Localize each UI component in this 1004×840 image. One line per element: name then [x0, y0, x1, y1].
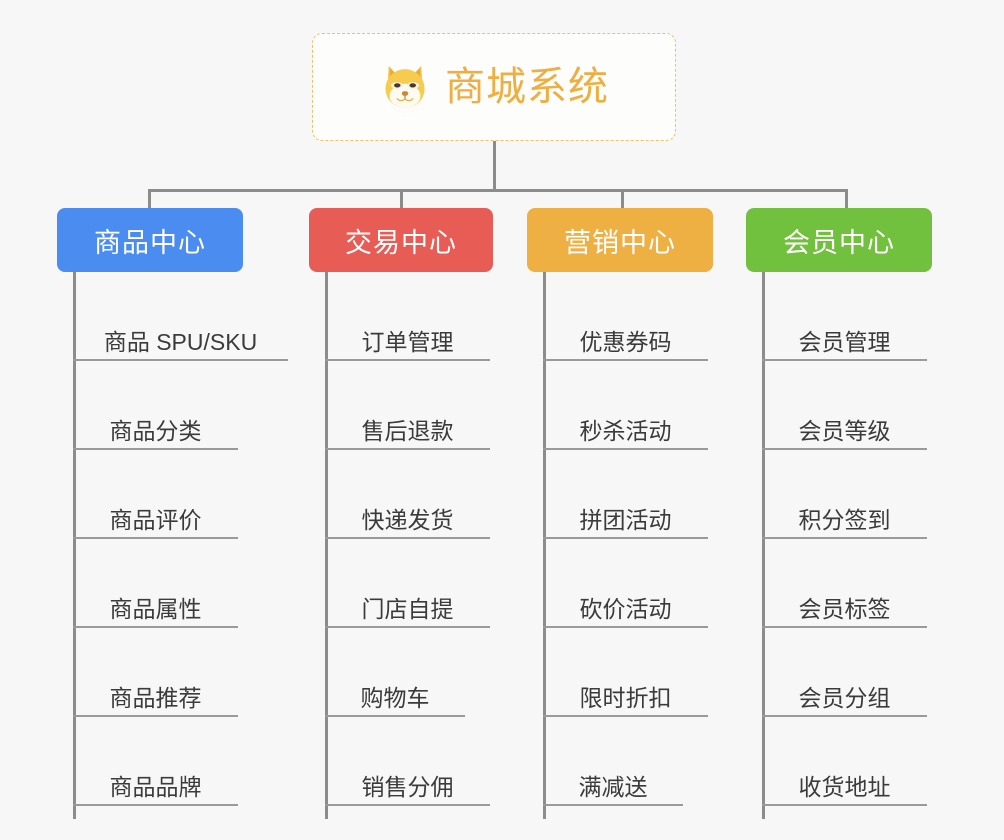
leaf-item[interactable]: 购物车	[325, 628, 465, 717]
leaf-label: 门店自提	[361, 595, 454, 622]
root-node[interactable]: 商城系统	[312, 33, 676, 141]
leaf-label: 满减送	[578, 773, 648, 800]
leaf-label: 会员分组	[798, 684, 891, 711]
leaf-label: 售后退款	[361, 417, 454, 444]
connector-drop-3	[621, 189, 624, 210]
leaf-label: 订单管理	[361, 328, 454, 355]
leaf-label: 会员管理	[798, 328, 891, 355]
leaf-label: 收货地址	[798, 773, 891, 800]
leaf-item[interactable]: 拼团活动	[543, 450, 708, 539]
leaf-item[interactable]: 销售分佣	[325, 717, 490, 806]
leaf-label: 商品品牌	[109, 773, 202, 800]
leaf-item[interactable]: 砍价活动	[543, 539, 708, 628]
leaf-label: 快递发货	[361, 506, 454, 533]
connector-root-stem	[493, 141, 496, 192]
branch-header-member-center[interactable]: 会员中心	[746, 208, 932, 272]
leaf-item[interactable]: 会员等级	[762, 361, 927, 450]
leaf-item[interactable]: 优惠券码	[543, 272, 708, 361]
leaf-label: 砍价活动	[579, 595, 672, 622]
connector-bus	[148, 189, 848, 192]
leaf-label: 销售分佣	[361, 773, 454, 800]
branch-spine	[325, 272, 328, 819]
leaf-label: 购物车	[360, 684, 430, 711]
leaf-label: 商品评价	[109, 506, 202, 533]
root-title: 商城系统	[445, 65, 609, 109]
branch-header-label: 商品中心	[94, 227, 206, 258]
connector-drop-2	[400, 189, 403, 210]
branch-header-marketing-center[interactable]: 营销中心	[527, 208, 713, 272]
leaf-item[interactable]: 收货地址	[762, 717, 927, 806]
leaf-item[interactable]: 商品推荐	[73, 628, 238, 717]
leaf-item[interactable]: 积分签到	[762, 450, 927, 539]
leaf-label: 秒杀活动	[579, 417, 672, 444]
connector-drop-4	[845, 189, 848, 210]
leaf-label: 优惠券码	[579, 328, 672, 355]
leaf-item[interactable]: 商品评价	[73, 450, 238, 539]
leaf-label: 商品分类	[109, 417, 202, 444]
leaf-label: 拼团活动	[579, 506, 672, 533]
branch-header-label: 营销中心	[564, 227, 676, 258]
leaf-item[interactable]: 售后退款	[325, 361, 490, 450]
leaf-item[interactable]: 会员管理	[762, 272, 927, 361]
leaf-item[interactable]: 会员分组	[762, 628, 927, 717]
branch-header-product-center[interactable]: 商品中心	[57, 208, 243, 272]
leaf-label: 商品属性	[109, 595, 202, 622]
leaf-item[interactable]: 商品分类	[73, 361, 238, 450]
branch-header-label: 交易中心	[345, 227, 457, 258]
shiba-dog-icon	[379, 61, 431, 113]
leaf-label: 会员等级	[798, 417, 891, 444]
leaf-item[interactable]: 门店自提	[325, 539, 490, 628]
leaf-item[interactable]: 限时折扣	[543, 628, 708, 717]
leaf-item[interactable]: 秒杀活动	[543, 361, 708, 450]
leaf-item[interactable]: 商品 SPU/SKU	[73, 272, 288, 361]
leaf-label: 会员标签	[798, 595, 891, 622]
leaf-label: 积分签到	[798, 506, 891, 533]
leaf-label: 限时折扣	[579, 684, 672, 711]
leaf-label: 商品推荐	[109, 684, 202, 711]
branch-spine	[762, 272, 765, 819]
branch-spine	[543, 272, 546, 819]
branch-spine	[73, 272, 76, 819]
leaf-item[interactable]: 商品品牌	[73, 717, 238, 806]
leaf-item[interactable]: 满减送	[543, 717, 683, 806]
leaf-item[interactable]: 商品属性	[73, 539, 238, 628]
branch-header-trade-center[interactable]: 交易中心	[309, 208, 493, 272]
connector-drop-1	[148, 189, 151, 210]
leaf-item[interactable]: 快递发货	[325, 450, 490, 539]
leaf-item[interactable]: 订单管理	[325, 272, 490, 361]
branch-header-label: 会员中心	[783, 227, 895, 258]
leaf-item[interactable]: 会员标签	[762, 539, 927, 628]
leaf-label: 商品 SPU/SKU	[103, 328, 258, 355]
